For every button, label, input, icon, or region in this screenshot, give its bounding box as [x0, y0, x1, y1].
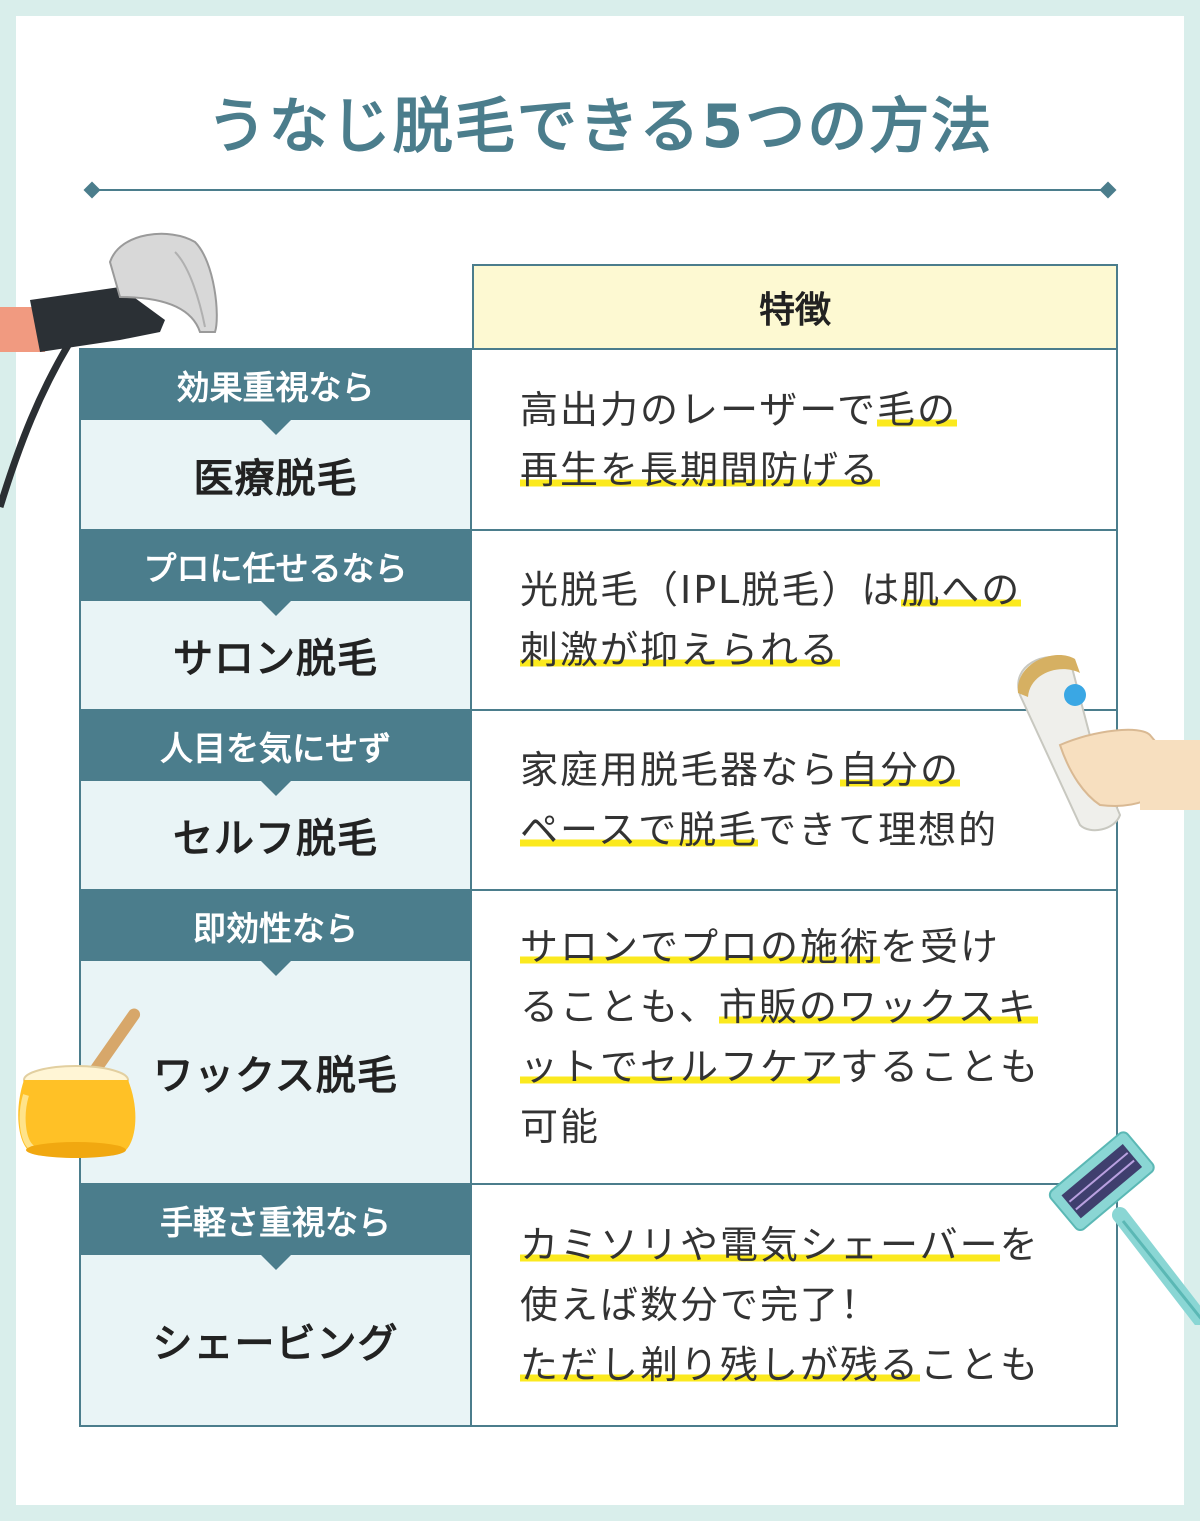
- method-cell: 人目を気にせず セルフ脱毛: [81, 711, 472, 889]
- highlighted-text: 刺激が抑えられる: [520, 628, 841, 672]
- table-header-features: 特徴: [472, 264, 1118, 350]
- feature-line: サロンでプロの施術を受け: [520, 917, 1040, 977]
- razor-icon: [1048, 1131, 1200, 1325]
- highlighted-text: 市販のワックスキ: [718, 985, 1038, 1029]
- highlighted-text: ただし剃り残しが残る: [520, 1343, 921, 1387]
- feature-text: 家庭用脱毛器なら自分のペースで脱毛できて理想的: [520, 740, 998, 860]
- method-cell: 効果重視なら 医療脱毛: [81, 350, 472, 529]
- feature-line: カミソリや電気シェーバーを: [520, 1215, 1040, 1275]
- table-row: 効果重視なら 医療脱毛 高出力のレーザーで毛の再生を長期間防げる: [81, 348, 1116, 529]
- feature-text-segment: を受け: [880, 925, 1001, 969]
- feature-text-segment: 可能: [520, 1105, 601, 1149]
- method-name: サロン脱毛: [173, 636, 378, 682]
- feature-cell: 光脱毛（IPL脱毛）は肌への刺激が抑えられる: [472, 531, 1116, 709]
- highlighted-text: サロンでプロの施術: [520, 925, 881, 969]
- feature-cell: 家庭用脱毛器なら自分のペースで脱毛できて理想的: [472, 711, 1116, 889]
- highlighted-text: 毛の: [876, 387, 957, 432]
- feature-line: 家庭用脱毛器なら自分の: [520, 740, 998, 800]
- method-tag: プロに任せるなら: [81, 531, 470, 616]
- highlighted-text: 再生を長期間防げる: [520, 447, 881, 492]
- method-tag: 即効性なら: [81, 891, 470, 976]
- title-divider: [83, 181, 1117, 199]
- diamond-right-icon: [1099, 181, 1117, 199]
- page-title: うなじ脱毛できる5つの方法: [206, 92, 994, 162]
- method-cell: 即効性なら ワックス脱毛: [81, 891, 472, 1183]
- method-cell: プロに任せるなら サロン脱毛: [81, 531, 472, 709]
- feature-line: ただし剃り残しが残ることも: [520, 1335, 1040, 1395]
- feature-cell: カミソリや電気シェーバーを使えば数分で完了！ ただし剃り残しが残ることも: [472, 1185, 1116, 1425]
- feature-line: 使えば数分で完了！: [520, 1275, 1040, 1335]
- feature-line: 刺激が抑えられる: [520, 620, 1021, 680]
- feature-cell: 高出力のレーザーで毛の再生を長期間防げる: [472, 350, 1116, 529]
- feature-line: 再生を長期間防げる: [520, 440, 957, 500]
- feature-text: カミソリや電気シェーバーを使えば数分で完了！ ただし剃り残しが残ることも: [520, 1215, 1040, 1395]
- diamond-left-icon: [83, 181, 101, 199]
- feature-text-segment: 使えば数分で完了！: [520, 1283, 881, 1327]
- highlighted-text: ットでセルフケア: [520, 1045, 841, 1089]
- method-name: ワックス脱毛: [153, 1053, 398, 1099]
- feature-text-segment: ことも: [920, 1343, 1041, 1387]
- feature-cell: サロンでプロの施術を受けることも、市販のワックスキットでセルフケアすることも可能: [472, 891, 1116, 1183]
- laser-device-icon: [0, 232, 218, 509]
- method-cell: 手軽さ重視なら シェービング: [81, 1185, 472, 1425]
- method-tag: 手軽さ重視なら: [81, 1185, 470, 1270]
- feature-text-segment: 家庭用脱毛器なら: [520, 748, 841, 792]
- feature-line: 光脱毛（IPL脱毛）は肌への: [520, 560, 1022, 620]
- ipl-device-icon: [1017, 654, 1200, 832]
- feature-text: 高出力のレーザーで毛の再生を長期間防げる: [520, 380, 957, 500]
- method-name: シェービング: [152, 1321, 399, 1367]
- feature-text: サロンでプロの施術を受けることも、市販のワックスキットでセルフケアすることも可能: [520, 917, 1040, 1157]
- table-row: 手軽さ重視なら シェービング カミソリや電気シェーバーを使えば数分で完了！ ただし…: [81, 1183, 1116, 1425]
- highlighted-text: カミソリや電気シェーバー: [520, 1223, 1000, 1267]
- highlighted-text: 肌への: [901, 568, 1022, 612]
- table-row: プロに任せるなら サロン脱毛 光脱毛（IPL脱毛）は肌への刺激が抑えられる: [81, 529, 1116, 709]
- method-name: セルフ脱毛: [173, 816, 378, 862]
- feature-line: ペースで脱毛できて理想的: [520, 800, 998, 860]
- feature-text-segment: 光脱毛（IPL脱毛）は: [520, 568, 902, 612]
- feature-text-segment: を: [999, 1223, 1040, 1267]
- feature-text-segment: できて理想的: [758, 808, 999, 852]
- method-tag: 人目を気にせず: [81, 711, 470, 796]
- feature-text-segment: ることも、: [520, 985, 719, 1029]
- table-row: 人目を気にせず セルフ脱毛 家庭用脱毛器なら自分のペースで脱毛できて理想的: [81, 709, 1116, 889]
- feature-text: 光脱毛（IPL脱毛）は肌への刺激が抑えられる: [520, 560, 1022, 680]
- methods-table: 効果重視なら 医療脱毛 高出力のレーザーで毛の再生を長期間防げる プロに任せるな…: [79, 348, 1118, 1427]
- method-name: 医療脱毛: [193, 455, 358, 502]
- divider-line: [92, 189, 1108, 191]
- feature-line: 可能: [520, 1097, 1040, 1157]
- feature-text-segment: 高出力のレーザーで: [520, 387, 877, 432]
- highlighted-text: ペースで脱毛: [520, 808, 759, 852]
- table-row: 即効性なら ワックス脱毛 サロンでプロの施術を受けることも、市販のワックスキット…: [81, 889, 1116, 1183]
- feature-line: ットでセルフケアすることも: [520, 1037, 1040, 1097]
- method-tag: 効果重視なら: [81, 350, 470, 435]
- feature-text-segment: することも: [840, 1045, 1041, 1089]
- wax-pot-icon: [18, 1008, 141, 1158]
- feature-line: ることも、市販のワックスキ: [520, 977, 1040, 1037]
- feature-line: 高出力のレーザーで毛の: [520, 380, 957, 440]
- highlighted-text: 自分の: [840, 748, 961, 792]
